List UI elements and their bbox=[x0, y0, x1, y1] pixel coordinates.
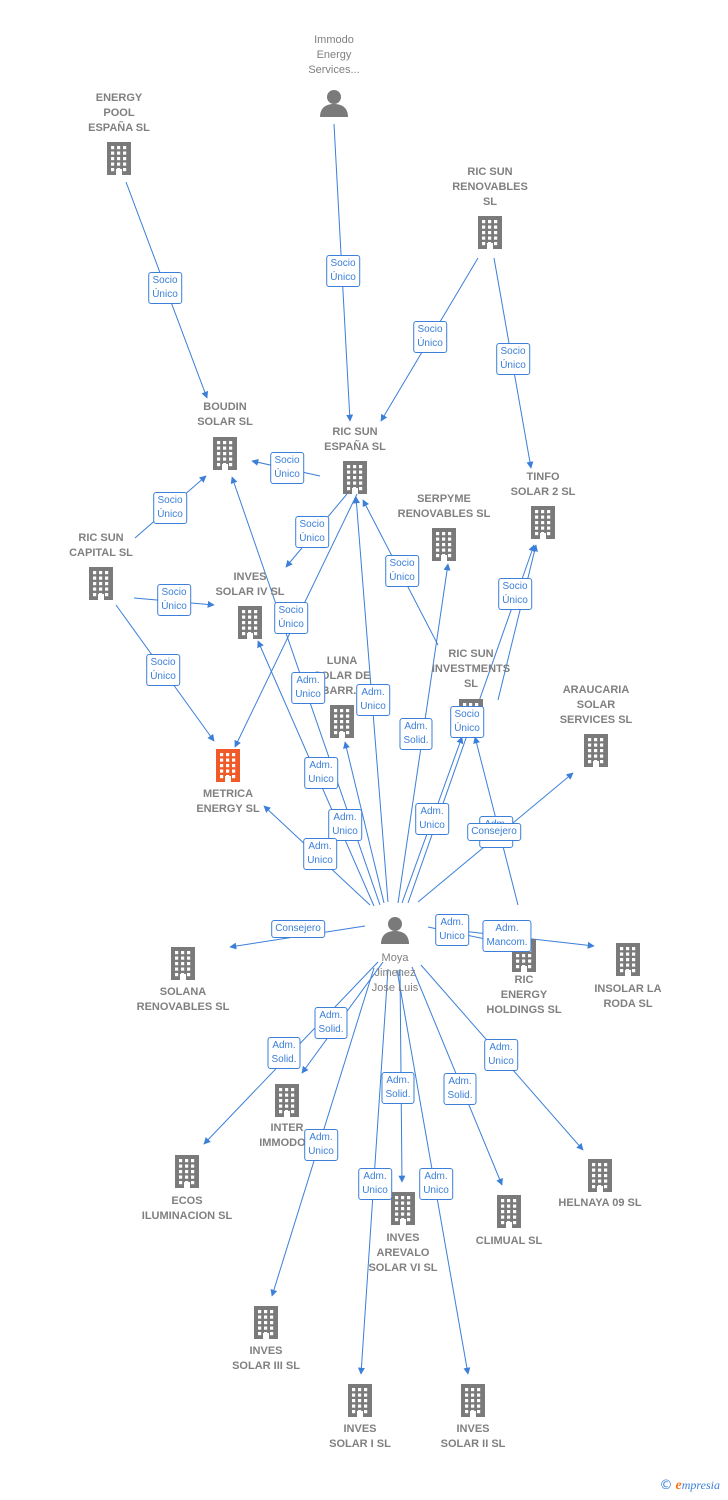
node-label-insolar[interactable]: INSOLAR LA RODA SL bbox=[594, 983, 662, 1010]
edge-label[interactable]: Adm. Solid. bbox=[267, 1037, 301, 1069]
node-label-araucaria[interactable]: ARAUCARIA SOLAR SERVICES SL bbox=[559, 684, 633, 726]
edge-label[interactable]: Socio Único bbox=[496, 343, 530, 375]
edge-label[interactable]: Adm. Solid. bbox=[381, 1072, 415, 1104]
edge-label[interactable]: Adm. Mancom. bbox=[482, 920, 532, 952]
edge-label[interactable]: Adm. Unico bbox=[415, 803, 449, 835]
edge-label[interactable]: Socio Único bbox=[295, 516, 329, 548]
node-label-ric-sun-invest[interactable]: RIC SUN INVESTMENTS SL bbox=[431, 648, 511, 690]
person-icon-immodo[interactable] bbox=[319, 88, 349, 123]
building-icon-inves-arevalo[interactable] bbox=[388, 1190, 418, 1231]
node-label-solana[interactable]: SOLANA RENOVABLES SL bbox=[136, 986, 230, 1013]
node-label-ric-sun-renov[interactable]: RIC SUN RENOVABLES SL bbox=[452, 166, 528, 208]
node-label-ric-energy[interactable]: RIC ENERGY HOLDINGS SL bbox=[486, 974, 562, 1016]
person-icon-moya[interactable] bbox=[380, 915, 410, 950]
building-icon-serpyme[interactable] bbox=[429, 526, 459, 567]
building-icon-ric-sun-capital[interactable] bbox=[86, 565, 116, 606]
building-icon-helnaya[interactable] bbox=[585, 1157, 615, 1198]
building-icon-inves-ii[interactable] bbox=[458, 1382, 488, 1423]
building-icon-solana[interactable] bbox=[168, 945, 198, 986]
building-icon-energy-pool[interactable] bbox=[104, 140, 134, 181]
node-label-helnaya[interactable]: HELNAYA 09 SL bbox=[558, 1197, 642, 1209]
building-icon-inves-iv[interactable] bbox=[235, 604, 265, 645]
node-label-energy-pool[interactable]: ENERGY POOL ESPAÑA SL bbox=[88, 92, 150, 134]
brand-footer[interactable]: © empresia bbox=[660, 1478, 720, 1494]
edge-label[interactable]: Adm. Solid. bbox=[399, 718, 433, 750]
edge-label[interactable]: Socio Único bbox=[274, 602, 308, 634]
building-icon-ecos[interactable] bbox=[172, 1153, 202, 1194]
edge-label[interactable]: Adm. Solid. bbox=[443, 1073, 477, 1105]
edge-label[interactable]: Consejero bbox=[467, 823, 521, 841]
edge-label[interactable]: Socio Único bbox=[148, 272, 182, 304]
brand-name: mpresia bbox=[681, 1478, 720, 1492]
building-icon-insolar[interactable] bbox=[613, 941, 643, 982]
building-icon-luna[interactable] bbox=[327, 703, 357, 744]
edge-label[interactable]: Socio Único bbox=[498, 578, 532, 610]
building-icon-inves-iii[interactable] bbox=[251, 1304, 281, 1345]
node-label-inves-iv[interactable]: INVES SOLAR IV SL bbox=[215, 571, 285, 598]
edge-label[interactable]: Adm. Unico bbox=[419, 1168, 453, 1200]
building-icon-inves-i[interactable] bbox=[345, 1382, 375, 1423]
edge-label[interactable]: Adm. Unico bbox=[304, 757, 338, 789]
edge-label[interactable]: Socio Único bbox=[326, 255, 360, 287]
edge-label[interactable]: Adm. Unico bbox=[303, 838, 337, 870]
edge-moya-to-luna bbox=[343, 741, 385, 904]
node-label-inves-ii[interactable]: INVES SOLAR II SL bbox=[440, 1423, 506, 1450]
edge-label[interactable]: Adm. Unico bbox=[484, 1039, 518, 1071]
edge-label[interactable]: Adm. Unico bbox=[291, 672, 325, 704]
node-label-tinfo[interactable]: TINFO SOLAR 2 SL bbox=[510, 471, 576, 498]
node-label-ric-sun-capital[interactable]: RIC SUN CAPITAL SL bbox=[69, 532, 133, 559]
edge-label[interactable]: Adm. Unico bbox=[435, 914, 469, 946]
building-icon-ric-sun-espana[interactable] bbox=[340, 459, 370, 500]
edge-label[interactable]: Adm. Unico bbox=[304, 1129, 338, 1161]
edge-label[interactable]: Socio Único bbox=[153, 492, 187, 524]
building-icon-tinfo[interactable] bbox=[528, 504, 558, 545]
edge-label[interactable]: Adm. Unico bbox=[358, 1168, 392, 1200]
copyright-symbol: © bbox=[659, 1478, 673, 1493]
node-label-inter-immodo[interactable]: INTER IMMODO... bbox=[259, 1122, 315, 1149]
brand-initial: e bbox=[675, 1478, 682, 1493]
edge-ric-energy-to-tinfo bbox=[497, 544, 538, 701]
edge-label[interactable]: Socio Único bbox=[146, 654, 180, 686]
edge-label[interactable]: Adm. Unico bbox=[356, 684, 390, 716]
node-label-metrica[interactable]: METRICA ENERGY SL bbox=[196, 788, 260, 815]
edge-label[interactable]: Socio Único bbox=[270, 452, 304, 484]
building-icon-metrica[interactable] bbox=[213, 747, 243, 788]
building-icon-climual[interactable] bbox=[494, 1193, 524, 1234]
node-label-serpyme[interactable]: SERPYME RENOVABLES SL bbox=[397, 493, 491, 520]
edge-label[interactable]: Consejero bbox=[271, 920, 325, 938]
node-label-climual[interactable]: CLIMUAL SL bbox=[475, 1235, 543, 1247]
building-icon-boudin[interactable] bbox=[210, 435, 240, 476]
edge-label[interactable]: Adm. Unico bbox=[328, 809, 362, 841]
edge-label[interactable]: Socio Único bbox=[385, 555, 419, 587]
node-label-inves-iii[interactable]: INVES SOLAR III SL bbox=[232, 1345, 300, 1372]
node-label-ecos[interactable]: ECOS ILUMINACION SL bbox=[141, 1195, 233, 1222]
node-label-ric-sun-espana[interactable]: RIC SUN ESPAÑA SL bbox=[324, 426, 386, 453]
edge-label[interactable]: Socio Único bbox=[157, 584, 191, 616]
node-label-inves-i[interactable]: INVES SOLAR I SL bbox=[329, 1423, 391, 1450]
node-label-inves-arevalo[interactable]: INVES AREVALO SOLAR VI SL bbox=[368, 1232, 438, 1274]
building-icon-inter-immodo[interactable] bbox=[272, 1082, 302, 1123]
edge-label[interactable]: Socio Único bbox=[450, 706, 484, 738]
building-icon-araucaria[interactable] bbox=[581, 732, 611, 773]
node-label-boudin[interactable]: BOUDIN SOLAR SL bbox=[197, 401, 253, 428]
node-label-moya[interactable]: Moya Jimenez Jose Luis bbox=[371, 952, 419, 994]
node-label-immodo[interactable]: Immodo Energy Services... bbox=[308, 34, 360, 76]
building-icon-ric-sun-renov[interactable] bbox=[475, 214, 505, 255]
edge-label[interactable]: Socio Único bbox=[413, 321, 447, 353]
edge-label[interactable]: Adm. Solid. bbox=[314, 1007, 348, 1039]
